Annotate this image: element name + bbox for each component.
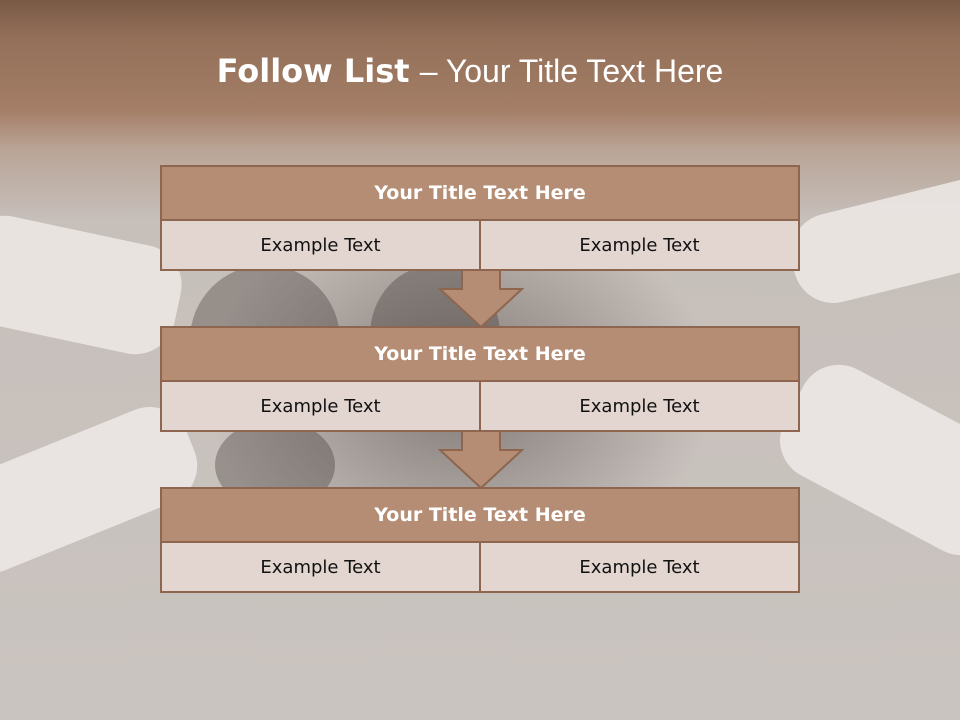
step-row: Example Text Example Text xyxy=(160,543,800,593)
step-cell-right: Example Text xyxy=(481,543,800,593)
step-card-2: Your Title Text Here Example Text Exampl… xyxy=(160,326,800,432)
background-arm xyxy=(782,168,960,312)
step-heading: Your Title Text Here xyxy=(160,326,800,382)
step-heading: Your Title Text Here xyxy=(160,165,800,221)
step-cell-right: Example Text xyxy=(481,221,800,271)
down-arrow-icon xyxy=(438,430,524,490)
step-row: Example Text Example Text xyxy=(160,221,800,271)
step-cell-left: Example Text xyxy=(160,221,481,271)
step-row: Example Text Example Text xyxy=(160,382,800,432)
down-arrow-icon xyxy=(438,269,524,329)
slide-title-rest: – Your Title Text Here xyxy=(419,53,724,89)
step-heading: Your Title Text Here xyxy=(160,487,800,543)
step-cell-left: Example Text xyxy=(160,543,481,593)
step-cell-left: Example Text xyxy=(160,382,481,432)
slide-title: Follow List – Your Title Text Here xyxy=(0,52,940,90)
step-card-1: Your Title Text Here Example Text Exampl… xyxy=(160,165,800,271)
step-card-3: Your Title Text Here Example Text Exampl… xyxy=(160,487,800,593)
step-cell-right: Example Text xyxy=(481,382,800,432)
slide-title-bold: Follow List xyxy=(216,52,410,90)
